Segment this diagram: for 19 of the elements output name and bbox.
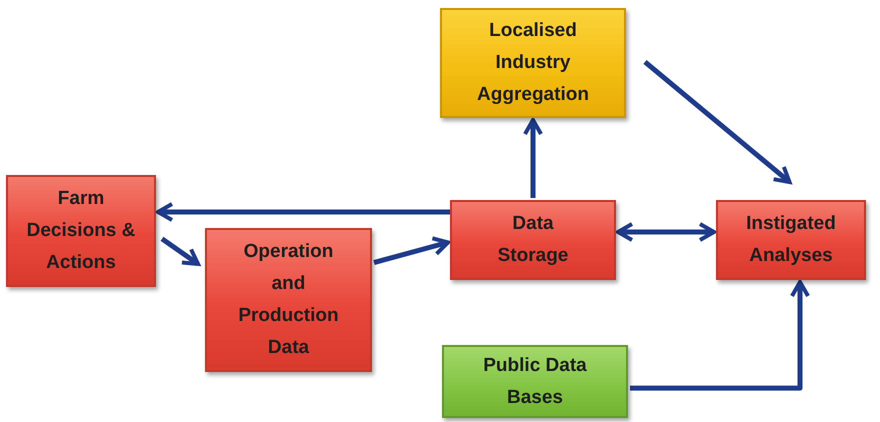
arrow	[630, 280, 810, 391]
process-box	[716, 200, 866, 280]
box-label: Operation and Production Data	[237, 240, 340, 360]
box-label: Instigated Analyses	[745, 212, 837, 268]
process-box	[440, 8, 626, 118]
arrow	[523, 118, 543, 198]
box-label: Public Data Bases	[482, 354, 588, 410]
process-box	[450, 200, 616, 280]
process-box	[205, 228, 372, 372]
arrow	[643, 60, 792, 184]
box-label: Data Storage	[496, 212, 570, 268]
arrow	[156, 202, 450, 222]
arrow	[160, 236, 200, 266]
box-label: Localised Industry Aggregation	[476, 19, 590, 107]
arrow	[373, 236, 450, 265]
box-label: Farm Decisions & Actions	[26, 187, 136, 275]
arrow	[616, 222, 716, 242]
process-box	[442, 345, 628, 418]
process-box	[6, 175, 156, 287]
